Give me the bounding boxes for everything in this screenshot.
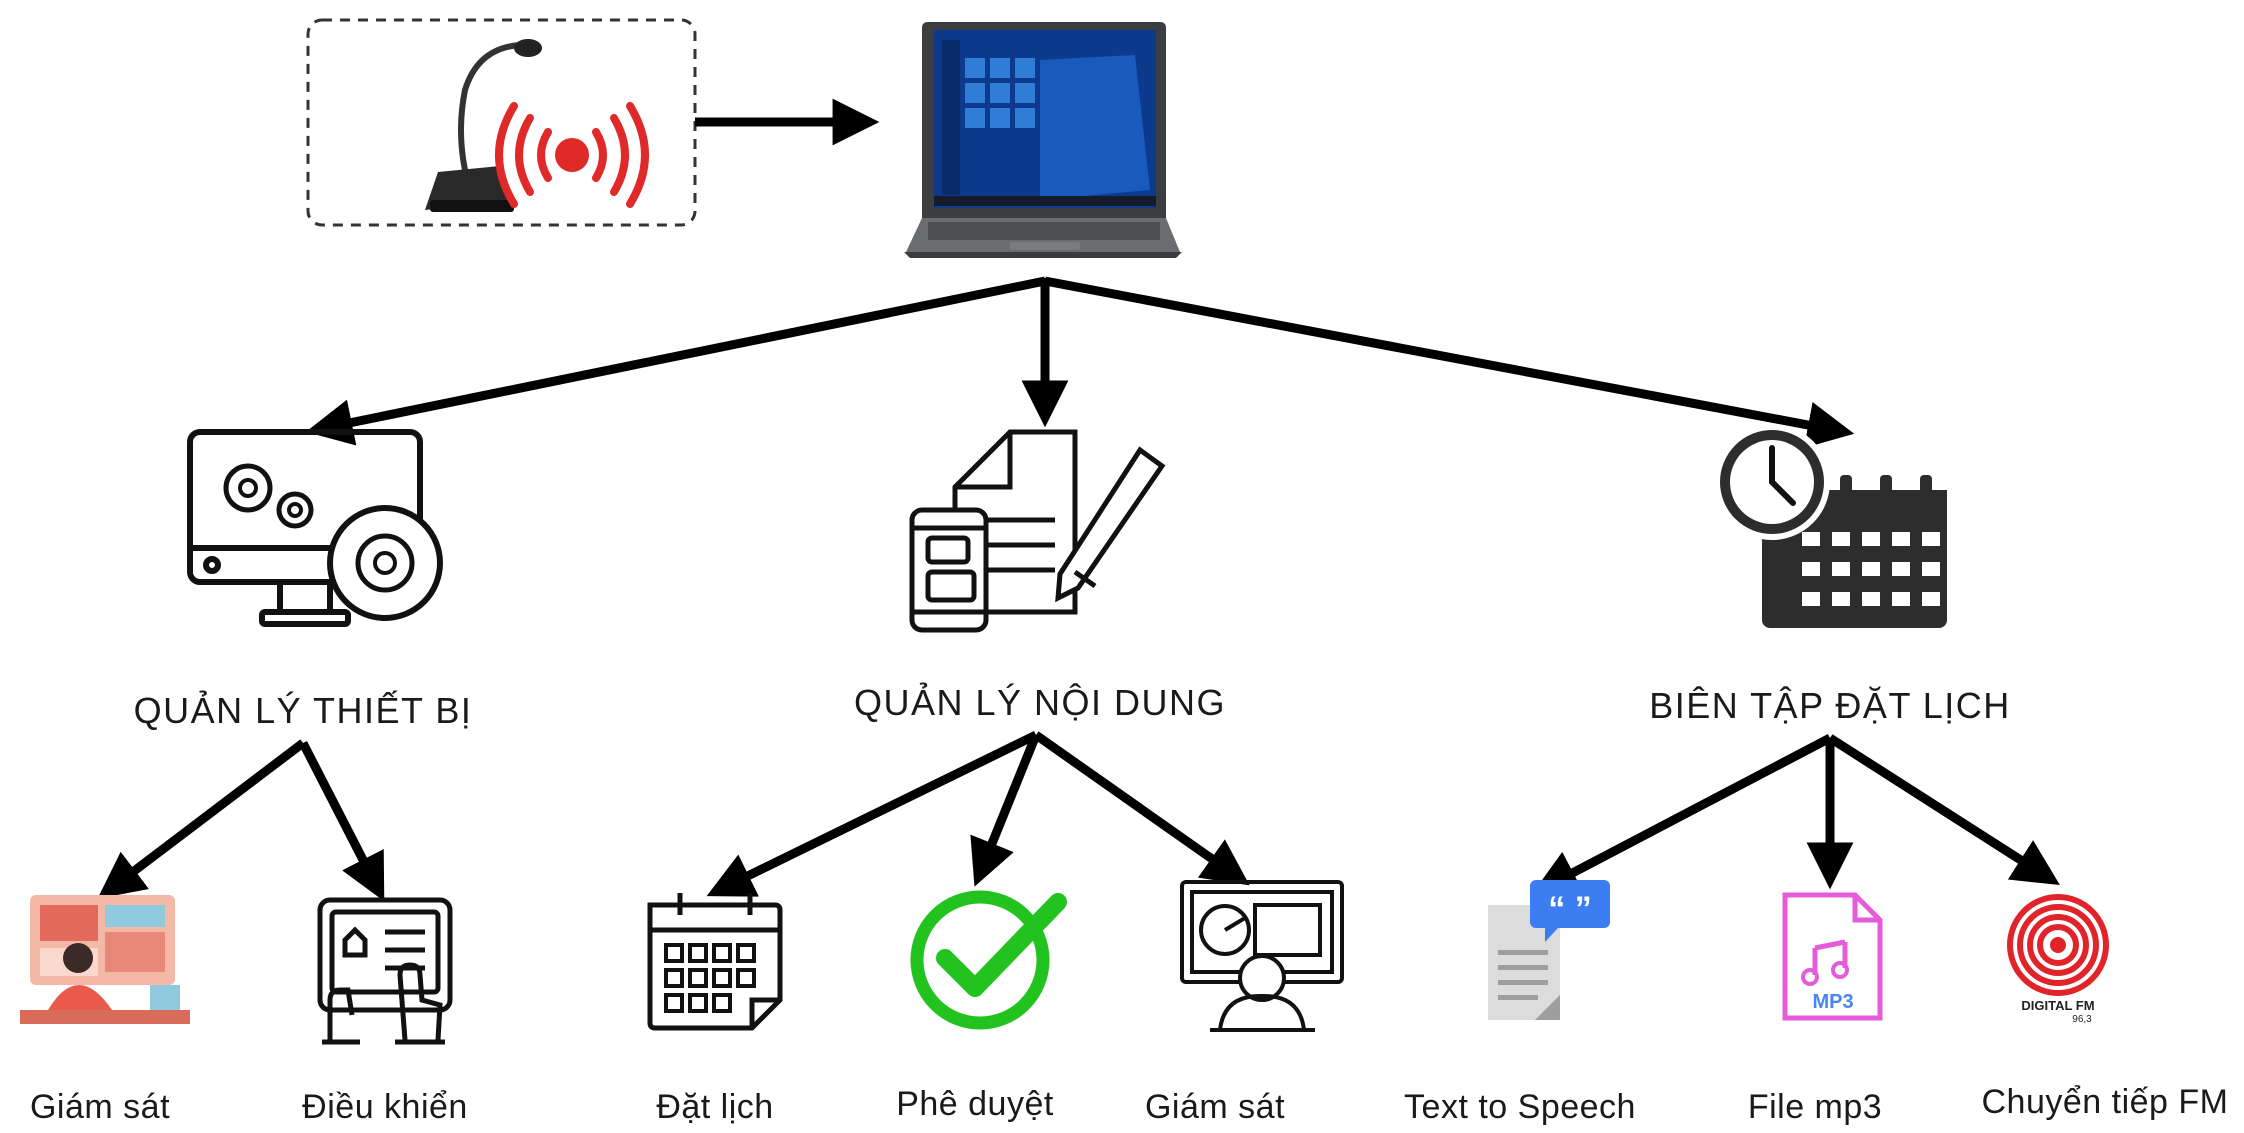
- touch-control-icon: [317, 897, 453, 1045]
- person-dashboard-icon: [20, 895, 190, 1024]
- presentation-icon: [1180, 880, 1344, 1032]
- leaf-label-scheduling: Đặt lịch: [656, 1088, 774, 1126]
- arrows-laptop-to-categories: [305, 276, 1855, 449]
- leaf-label-file-mp3: File mp3: [1747, 1088, 1883, 1126]
- tts-document-icon: “ ”: [1488, 880, 1610, 1020]
- category-label-device-management: QUẢN LÝ THIẾT BỊ: [133, 690, 473, 731]
- leaf-label-text-to-speech: Text to Speech: [1404, 1088, 1636, 1126]
- leaf-label-monitoring-content: Giám sát: [1144, 1088, 1286, 1126]
- leaf-label-fm-relay: Chuyển tiếp FM: [1981, 1083, 2229, 1121]
- leaf-label-monitoring-devices: Giám sát: [29, 1088, 171, 1126]
- microphone-icon: [425, 39, 542, 212]
- mp3-file-icon: MP3: [1782, 892, 1883, 1021]
- mp3-label-text: MP3: [1812, 991, 1853, 1013]
- fm-radio-logo-icon: DIGITAL FM 96,3: [2007, 894, 2109, 1025]
- microphone-source-box: [306, 18, 697, 227]
- category-label-content-management: QUẢN LÝ NỘI DUNG: [853, 682, 1227, 723]
- fm-freq-text: 96,3: [2072, 1014, 2092, 1025]
- laptop-icon: [904, 22, 1182, 258]
- calendar-icon: [647, 893, 783, 1031]
- arrows-categories-to-leaves: [97, 730, 2060, 902]
- leaf-label-approval: Phê duyệt: [896, 1085, 1054, 1123]
- document-pen-icon: [909, 429, 1166, 633]
- monitor-gears-icon: [187, 429, 443, 627]
- check-circle-icon: [910, 890, 1067, 1030]
- category-label-schedule-editing: BIÊN TẬP ĐẶT LỊCH: [1649, 685, 2011, 726]
- leaf-label-control: Điều khiển: [302, 1088, 468, 1126]
- fm-logo-text: DIGITAL FM: [2021, 998, 2094, 1013]
- broadcast-icon: [495, 102, 649, 208]
- clock-calendar-icon: [1714, 424, 1947, 628]
- tts-quote-text: “ ”: [1548, 890, 1591, 928]
